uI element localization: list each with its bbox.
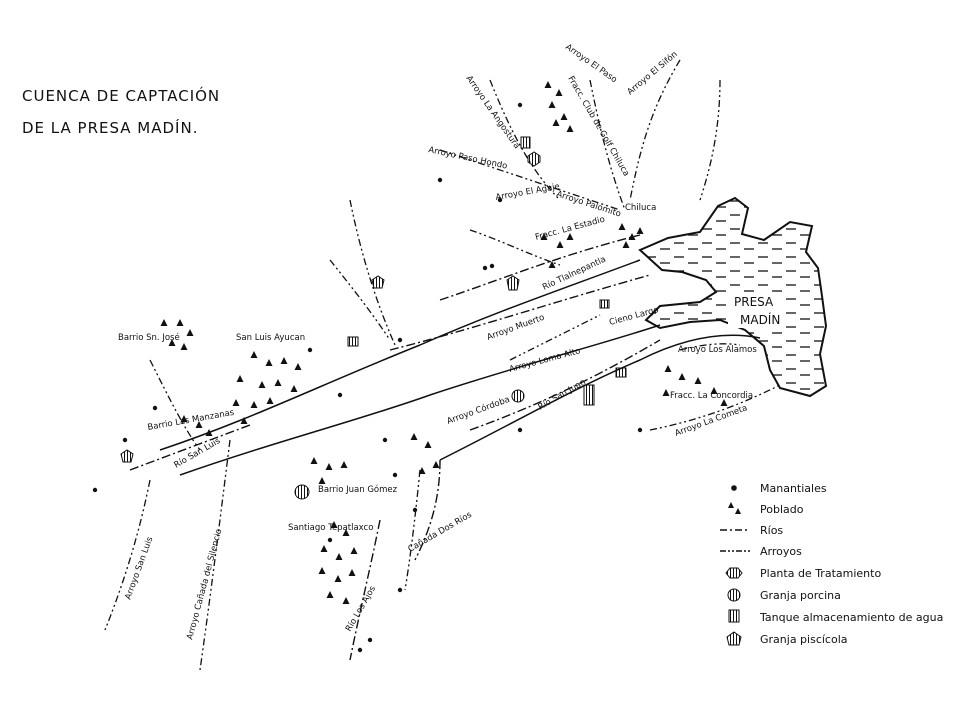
- rio-los-ajos-line: [349, 519, 381, 661]
- arroyo-la-angostura-line: [489, 79, 561, 201]
- arroyo-canada-silencio-line: [199, 439, 231, 671]
- reservoir-label-line1: PRESA: [734, 295, 774, 309]
- map-title-line2: DE LA PRESA MADÍN.: [22, 118, 198, 137]
- legend-label-granja-porcina: Granja porcina: [760, 589, 841, 602]
- reservoir-label-line2: MADÍN: [740, 312, 780, 327]
- valley-lower-edge: [439, 334, 761, 461]
- valley-north-edge: [159, 259, 641, 451]
- label-chiluca: Chiluca: [625, 203, 656, 213]
- water-tank-icon: [347, 136, 627, 406]
- arroyo-cometa-line: [649, 384, 781, 431]
- label-arroyo-muerto: Arroyo Muerto: [486, 313, 546, 343]
- arroyo-el-agaje-line: [469, 229, 561, 266]
- springs: [92, 102, 643, 653]
- label-barrio-juan-gomez: Barrio Juan Gómez: [318, 484, 398, 495]
- label-rio-tlalnepantla: Río Tlalnepantla: [541, 255, 608, 293]
- legend-label-poblado: Poblado: [760, 503, 804, 516]
- arroyo-canada-dos-rios-line: [404, 469, 421, 591]
- arroyo-los-alamos-line: [679, 343, 741, 351]
- arroyo-northeast-line: [699, 79, 721, 201]
- label-arroyo-san-luis: Arroyo San Luis: [123, 535, 155, 601]
- label-rio-los-ajos: Río Los Ajos: [344, 584, 378, 634]
- legend-label-planta: Planta de Tratamiento: [760, 567, 881, 580]
- octagon-icon: [725, 567, 743, 579]
- rio-tlalnepantla-line: [439, 234, 641, 301]
- arroyo-west-branch: [149, 359, 201, 451]
- fish-farm-icon: [120, 275, 520, 463]
- label-fracc-la-concordia: Fracc. La Concordia: [670, 391, 753, 401]
- arroyo-north-branch-1: [329, 259, 391, 341]
- label-arroyo-canada-silencio: Arroyo Cañada del Silencio: [185, 528, 224, 641]
- legend-label-granja-piscicola: Granja piscícola: [760, 633, 848, 646]
- legend-label-tanque: Tanque almacenamiento de agua: [759, 611, 943, 624]
- label-fracc-club-golf: Fracc. Club de Golf Chiluca: [565, 75, 631, 179]
- label-arroyo-palomito: Arroyo Palomito: [555, 189, 622, 219]
- hatched-pentagon-icon: [726, 631, 742, 646]
- legend-label-rios: Ríos: [760, 524, 783, 537]
- label-arroyo-cordoba: Arroyo Córdoba: [445, 394, 511, 427]
- label-barrio-san-jose: Barrio Sn. José: [118, 332, 180, 343]
- label-rio-san-luis: Río San Luis: [173, 436, 223, 471]
- rio-cordoba-line: [414, 459, 441, 561]
- hatched-circle-icon: [727, 588, 741, 602]
- hatched-square-icon: [728, 609, 740, 623]
- label-arroyo-loma-alto: Arroyo Loma Alto: [508, 346, 581, 375]
- label-barrio-las-manzanas: Barrio Las Manzanas: [147, 408, 236, 433]
- arroyo-muerto-line: [389, 274, 651, 351]
- label-san-luis-ayucan: San Luis Ayucan: [236, 333, 305, 343]
- label-arroyo-la-cometa: Arroyo La Cometa: [674, 403, 749, 439]
- label-arroyo-el-sifon: Arroyo El Sifón: [625, 49, 680, 98]
- map-title-line1: CUENCA DE CAPTACIÓN: [22, 86, 220, 105]
- label-arroyo-el-agaje: Arroyo El Agaje: [495, 182, 561, 203]
- rio-san-juan-line: [469, 339, 661, 431]
- arroyo-paso-hondo-line: [439, 149, 621, 211]
- treatment-plant-icon: [527, 151, 541, 167]
- legend-label-arroyos: Arroyos: [760, 545, 802, 558]
- label-canada-dos-rios: Cañada Dos Ríos: [407, 510, 475, 555]
- label-arroyo-paso-hondo: Arroyo Paso Hondo: [427, 145, 508, 172]
- legend-label-manantiales: Manantiales: [760, 482, 827, 495]
- label-rio-san-juan: Río San Juan: [537, 377, 588, 412]
- triangles-icon: [728, 502, 741, 514]
- dot-icon: [731, 485, 737, 491]
- label-santiago-tepatlaxco: Santiago Tepatlaxco: [288, 523, 373, 533]
- valley-south-edge: [179, 324, 661, 476]
- reservoir-label-bg: [728, 292, 784, 328]
- pig-farm-icon: [294, 389, 525, 500]
- arroyo-loma-alto-line: [509, 314, 601, 361]
- label-arroyo-los-alamos: Arroyo Los Alamos: [678, 345, 757, 355]
- arroyo-north-branch-2: [349, 199, 396, 346]
- legend: Manantiales Poblado Ríos Arroyos Planta …: [720, 482, 943, 646]
- arroyo-el-paso-line: [589, 79, 626, 211]
- rio-san-luis-line: [129, 424, 251, 471]
